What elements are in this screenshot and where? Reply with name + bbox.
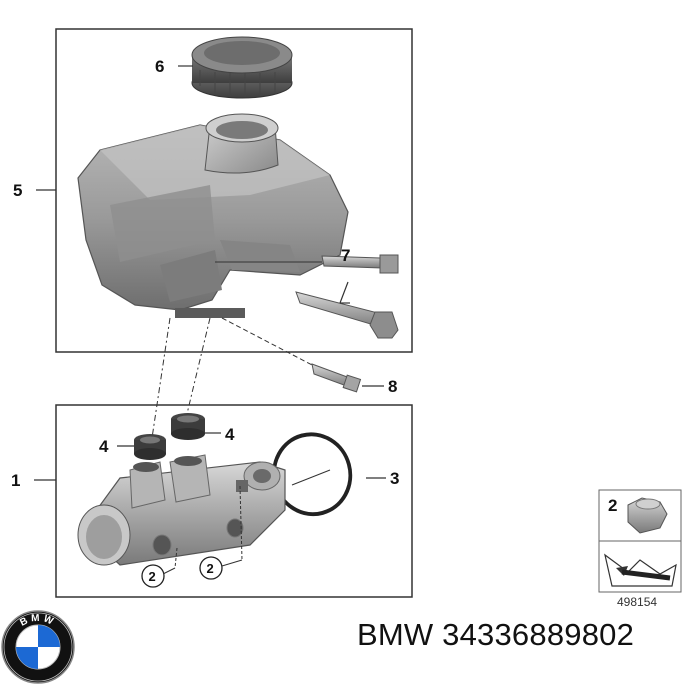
installation-arrow-icon xyxy=(604,553,677,587)
assembly-line-left xyxy=(151,317,171,439)
seal-right xyxy=(171,413,205,440)
master-cylinder xyxy=(77,454,286,566)
callout-4-left: 4 xyxy=(99,437,109,456)
master-cylinder-frame xyxy=(55,404,413,598)
callout-2-right: 2 xyxy=(207,561,214,576)
callout-1: 1 xyxy=(11,471,20,490)
callout-8: 8 xyxy=(388,377,397,396)
callout-4-right: 4 xyxy=(225,425,235,444)
bmw-logo: BMW xyxy=(1,610,75,684)
assembly-line-right xyxy=(185,317,211,419)
svg-text:BMW: BMW xyxy=(18,613,57,629)
reservoir-cap xyxy=(191,36,293,99)
callout-6: 6 xyxy=(155,57,164,76)
leader-line-2-right xyxy=(239,485,243,561)
legend-callout-2: 2 xyxy=(608,496,617,515)
seal-left xyxy=(134,434,166,460)
callout-7: 7 xyxy=(341,246,350,265)
leader-line-7 xyxy=(339,281,349,304)
leader-pin-dashed xyxy=(221,317,315,367)
bmw-logo-letters: BMW xyxy=(18,613,54,629)
hex-nut-icon xyxy=(627,497,668,534)
circled-callout-2-left xyxy=(141,564,165,588)
part-number-label: BMW 34336889802 xyxy=(357,617,635,652)
callout-2-left: 2 xyxy=(149,569,156,584)
leader-line-2-left xyxy=(174,547,178,569)
brake-fluid-reservoir xyxy=(77,113,349,318)
retaining-pin xyxy=(311,363,362,393)
callout-5: 5 xyxy=(13,181,22,200)
diagram-reference-number: 498154 xyxy=(617,595,657,609)
circled-callout-2-right xyxy=(199,556,223,580)
callout-3: 3 xyxy=(390,469,399,488)
level-sensor xyxy=(295,254,399,339)
